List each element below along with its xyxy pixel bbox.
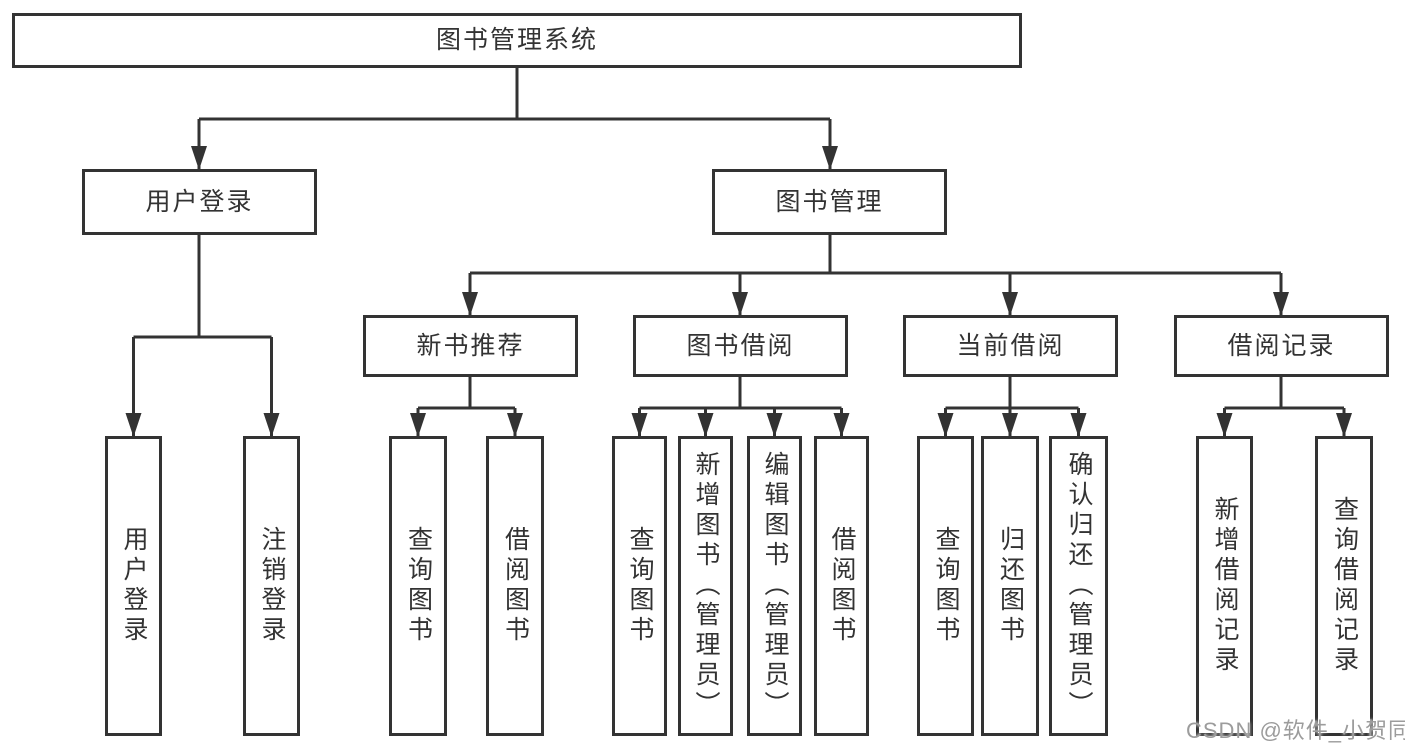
node-book-borrow-label: 图书借阅 — [686, 331, 795, 360]
node-leaf-user-login-label: 用户登录 — [120, 526, 148, 646]
node-root: 图书管理系统 — [12, 13, 1022, 68]
node-leaf-bb-add-book: 新增图书（管理员） — [678, 436, 733, 736]
node-leaf-bb-edit-book-label: 编辑图书（管理员） — [761, 451, 789, 721]
node-leaf-cb-return-book-label: 归还图书 — [996, 526, 1025, 646]
csdn-watermark: CSDN @软件_小贺同学 — [1186, 718, 1405, 743]
node-leaf-br-add-record-label: 新增借阅记录 — [1211, 496, 1239, 676]
node-leaf-cb-confirm-return-label: 确认归还（管理员） — [1065, 451, 1093, 721]
node-leaf-user-login: 用户登录 — [105, 436, 162, 736]
node-leaf-cb-query-book: 查询图书 — [917, 436, 974, 736]
node-leaf-bb-query-book-label: 查询图书 — [626, 526, 654, 646]
node-leaf-bb-add-book-label: 新增图书（管理员） — [692, 451, 720, 721]
node-leaf-nb-query-book: 查询图书 — [389, 436, 447, 736]
node-leaf-br-query-record: 查询借阅记录 — [1315, 436, 1373, 736]
node-leaf-logout-label: 注销登录 — [258, 526, 286, 646]
node-book-borrow: 图书借阅 — [633, 315, 848, 377]
node-leaf-bb-edit-book: 编辑图书（管理员） — [747, 436, 802, 736]
node-user-login-label: 用户登录 — [145, 187, 254, 216]
node-leaf-br-add-record: 新增借阅记录 — [1196, 436, 1253, 736]
node-leaf-cb-confirm-return: 确认归还（管理员） — [1049, 436, 1108, 736]
node-new-book-recommend-label: 新书推荐 — [416, 331, 525, 360]
node-new-book-recommend: 新书推荐 — [363, 315, 578, 377]
node-leaf-br-query-record-label: 查询借阅记录 — [1330, 496, 1359, 676]
node-leaf-nb-borrow-book: 借阅图书 — [486, 436, 544, 736]
node-leaf-nb-borrow-book-label: 借阅图书 — [501, 526, 530, 646]
node-leaf-logout: 注销登录 — [243, 436, 300, 736]
node-borrow-records: 借阅记录 — [1174, 315, 1389, 377]
node-current-borrow: 当前借阅 — [903, 315, 1118, 377]
node-user-login: 用户登录 — [82, 169, 317, 235]
node-leaf-bb-query-book: 查询图书 — [612, 436, 667, 736]
node-leaf-bb-borrow-book: 借阅图书 — [814, 436, 869, 736]
node-book-management: 图书管理 — [712, 169, 947, 235]
node-root-label: 图书管理系统 — [435, 26, 598, 54]
node-leaf-nb-query-book-label: 查询图书 — [404, 526, 433, 646]
node-borrow-records-label: 借阅记录 — [1227, 331, 1336, 360]
node-leaf-cb-query-book-label: 查询图书 — [932, 526, 960, 646]
node-leaf-bb-borrow-book-label: 借阅图书 — [828, 526, 856, 646]
node-leaf-cb-return-book: 归还图书 — [981, 436, 1039, 736]
node-book-management-label: 图书管理 — [775, 187, 884, 216]
node-current-borrow-label: 当前借阅 — [956, 331, 1065, 360]
